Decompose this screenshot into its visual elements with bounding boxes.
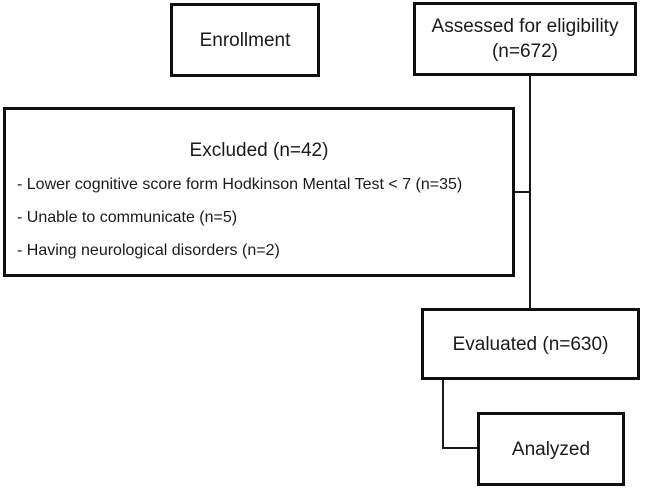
- evaluated-box: Evaluated (n=630): [421, 308, 640, 380]
- excluded-reason-item: - Unable to communicate (n=5): [17, 209, 238, 226]
- excluded-reason-item: - Having neurological disorders (n=2): [17, 242, 280, 259]
- connector-evaluated-down: [442, 380, 444, 449]
- enrollment-box: Enrollment: [170, 3, 320, 77]
- connector-elbow-to-analyzed: [442, 447, 477, 449]
- excluded-title: Excluded (n=42): [189, 140, 329, 161]
- enrollment-label: Enrollment: [199, 29, 291, 51]
- analyzed-box: Analyzed: [477, 412, 625, 486]
- assessed-for-eligibility-label: Assessed for eligibility (n=672): [431, 16, 619, 62]
- evaluated-label: Evaluated (n=630): [452, 333, 609, 355]
- connector-assessed-to-evaluated: [529, 76, 531, 308]
- connector-stub-to-excluded: [515, 191, 529, 193]
- analyzed-label: Analyzed: [511, 438, 591, 460]
- excluded-reasons-list: - Lower cognitive score form Hodkinson M…: [6, 168, 512, 267]
- assessed-for-eligibility-box: Assessed for eligibility (n=672): [413, 2, 637, 76]
- excluded-box: Excluded (n=42) - Lower cognitive score …: [3, 107, 515, 277]
- excluded-reason-item: - Lower cognitive score form Hodkinson M…: [17, 176, 463, 193]
